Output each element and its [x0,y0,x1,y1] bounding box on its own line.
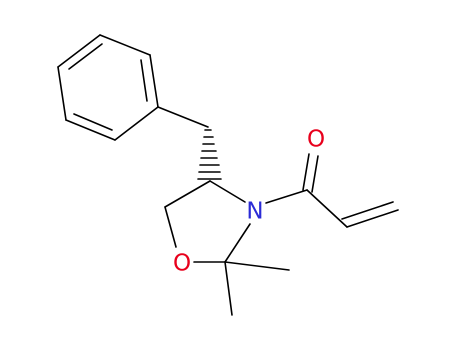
hashed-wedge-bond [197,129,222,180]
ring-bond-2 [99,34,151,56]
vinyl-double-bond-a [346,209,399,228]
ring-bond-3 [149,54,159,108]
vinyl-double-bond-b [341,201,394,220]
carbonyl-double-bond-a [302,153,310,191]
c2-n3-bond [224,223,251,263]
ring-bond-6 [57,66,67,121]
nitrogen-label: N [246,199,263,225]
methyl-bond-1 [224,261,290,271]
ring-bond-1 [57,34,101,68]
carbonyl-double-bond-b [311,155,319,193]
methyl-bond-2 [224,261,233,316]
c5-o1-bond [164,206,177,248]
ring-double-bond-3 [73,113,113,131]
ring-bond-4 [114,106,159,141]
oxazolidine-ring [164,180,251,263]
ring-double-bond-2 [140,59,148,102]
n3-c4-bond [209,180,246,203]
ring-bond-5 [65,119,116,141]
c4-c5-bond [164,180,211,208]
carbonyl-vinyl-bond [306,189,348,228]
ring-oxygen-label: O [173,251,191,277]
benzene-ring [57,34,159,141]
ring-double-bond-1 [68,43,103,70]
n-carbonyl-bond [265,189,308,204]
carbonyl-oxygen-label: O [307,127,325,153]
benzyl-bond [157,106,209,128]
